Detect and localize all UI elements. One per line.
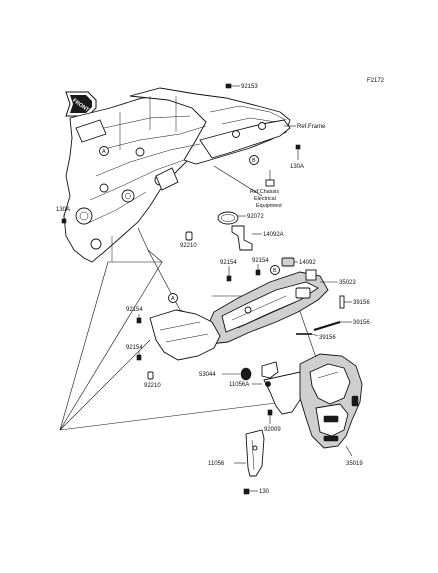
label-53044: 53044 [199, 372, 216, 378]
label-92154-left2: 92154 [126, 345, 143, 351]
label-39156-c: 39156 [319, 335, 336, 341]
rear-fender-35023 [203, 269, 329, 345]
svg-text:B: B [252, 158, 256, 164]
figure-code: F2172 [367, 78, 385, 84]
screw-92009-icon [267, 409, 273, 424]
label-ref-chassis-3: Equipment [256, 203, 282, 209]
bolt-92154-b-icon [255, 264, 261, 276]
callout-a-frame: A [99, 146, 109, 156]
label-11056a: 11056A [229, 382, 249, 388]
label-ref-chassis-1: Ref.Chassis [250, 189, 279, 195]
grommet-92210-top-icon [185, 231, 193, 241]
grommet-92210-bottom-icon [147, 371, 154, 380]
label-92009: 92009 [264, 427, 281, 433]
label-ref-frame: Ref.Frame [297, 124, 326, 130]
label-35019: 35019 [346, 461, 363, 467]
callout-a-fender: A [168, 293, 178, 303]
label-92210-bottom: 92210 [144, 383, 161, 389]
chassis-bracket-icon [265, 170, 275, 187]
label-92154-b: 92154 [252, 258, 269, 264]
rear-cover-35019 [299, 353, 363, 449]
label-11056: 11056 [208, 461, 225, 467]
bolt-130a-right-icon [295, 144, 301, 160]
label-92210-top: 92210 [180, 243, 197, 249]
front-arrow-icon: FRONT [65, 91, 97, 117]
label-39156-a: 39156 [353, 300, 370, 306]
damper-53044-icon [240, 367, 252, 381]
bolt-130a-left-icon [61, 214, 67, 224]
svg-text:A: A [171, 296, 175, 302]
label-130a-left: 130A [56, 207, 70, 213]
svg-text:B: B [273, 268, 277, 274]
clip-39156-a-icon [339, 295, 345, 309]
bolt-92153-icon [225, 83, 240, 89]
bracket-11056 [245, 429, 265, 477]
clip-39156-b-icon [313, 321, 341, 331]
svg-text:A: A [102, 149, 106, 155]
bolt-130-icon [243, 488, 258, 495]
label-39156-b: 39156 [353, 320, 370, 326]
band-92072-icon [217, 211, 239, 225]
label-35023: 35023 [339, 280, 356, 286]
callout-b-fender: B [270, 265, 280, 275]
label-92154-left1: 92154 [126, 307, 143, 313]
bolt-92154-left1-icon [136, 314, 142, 324]
bracket-14092a-icon [231, 225, 253, 251]
label-92072: 92072 [247, 214, 264, 220]
label-92154-a: 92154 [220, 260, 237, 266]
main-frame [63, 87, 291, 263]
label-130: 130 [259, 489, 270, 495]
label-14092a: 14092A [263, 232, 284, 238]
bolt-92154-a-icon [226, 266, 232, 282]
label-14092: 14092 [299, 260, 316, 266]
bolt-92154-left2-icon [136, 351, 142, 361]
inner-fender [149, 309, 221, 361]
label-92153: 92153 [241, 84, 258, 90]
label-ref-chassis-2: Electrical [254, 196, 276, 202]
cover-14092-icon [281, 257, 295, 267]
callout-b-frame: B [249, 155, 259, 165]
label-130a-right: 130A [290, 164, 304, 170]
bracket-11056a [261, 361, 305, 415]
